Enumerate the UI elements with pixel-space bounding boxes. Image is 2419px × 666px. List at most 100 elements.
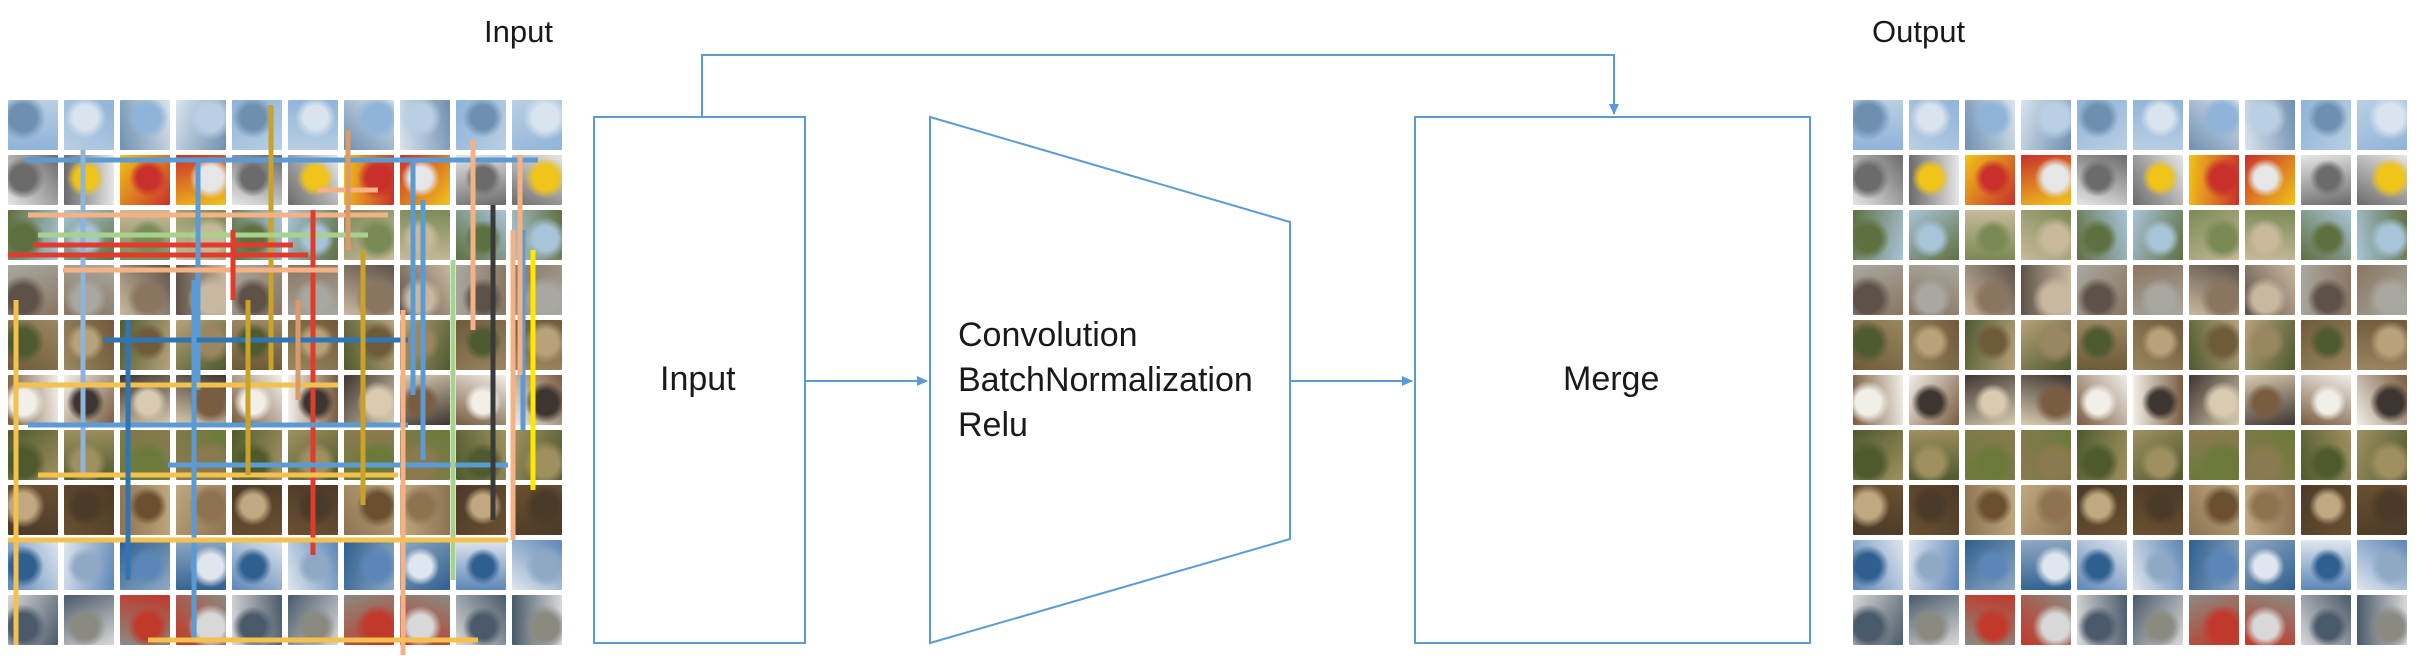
image-tile-airplane <box>2077 100 2127 150</box>
image-tile-airplane <box>2189 100 2239 150</box>
image-tile-ship <box>2301 540 2351 590</box>
image-tile-cat <box>2133 265 2183 315</box>
image-tile-bird <box>2021 210 2071 260</box>
image-tile-horse <box>512 485 562 535</box>
image-tile-horse <box>1909 485 1959 535</box>
output-caption: Output <box>1872 14 1966 49</box>
image-tile-truck <box>176 595 226 645</box>
image-tile-frog <box>344 430 394 480</box>
image-tile-deer <box>1853 320 1903 370</box>
image-tile-airplane <box>512 100 562 150</box>
image-tile-deer <box>456 320 506 370</box>
image-tile-frog <box>2133 430 2183 480</box>
image-tile-horse <box>2077 485 2127 535</box>
image-tile-ship <box>232 540 282 590</box>
image-tile-cat <box>232 265 282 315</box>
image-tile-deer <box>2189 320 2239 370</box>
image-tile-cat <box>2245 265 2295 315</box>
image-tile-cat <box>344 265 394 315</box>
image-tile-dog <box>2245 375 2295 425</box>
input-block-label: Input <box>660 360 736 398</box>
image-tile-bird <box>1909 210 1959 260</box>
image-tile-truck <box>2189 595 2239 645</box>
image-tile-truck <box>2133 595 2183 645</box>
image-tile-frog <box>456 430 506 480</box>
image-tile-airplane <box>2133 100 2183 150</box>
image-tile-bird <box>456 210 506 260</box>
image-tile-horse <box>2357 485 2407 535</box>
image-tile-frog <box>2357 430 2407 480</box>
image-tile-truck <box>2357 595 2407 645</box>
image-tile-bird <box>1965 210 2015 260</box>
image-tile-cat <box>176 265 226 315</box>
image-tile-bird <box>2357 210 2407 260</box>
image-tile-cat <box>2357 265 2407 315</box>
image-tile-horse <box>344 485 394 535</box>
image-tile-truck <box>456 595 506 645</box>
image-tile-deer <box>2301 320 2351 370</box>
image-tile-deer <box>1909 320 1959 370</box>
image-tile-dog <box>344 375 394 425</box>
image-tile-automobile <box>1965 155 2015 205</box>
image-tile-horse <box>2021 485 2071 535</box>
image-tile-ship <box>2133 540 2183 590</box>
image-tile-automobile <box>344 155 394 205</box>
image-tile-dog <box>2357 375 2407 425</box>
image-tile-deer <box>232 320 282 370</box>
image-tile-automobile <box>2245 155 2295 205</box>
image-tile-frog <box>2077 430 2127 480</box>
image-tile-ship <box>2077 540 2127 590</box>
image-tile-frog <box>2021 430 2071 480</box>
image-tile-truck <box>232 595 282 645</box>
image-tile-deer <box>176 320 226 370</box>
image-tile-automobile <box>2021 155 2071 205</box>
image-tile-dog <box>2301 375 2351 425</box>
image-tile-frog <box>176 430 226 480</box>
skip-connection-arrow <box>701 54 1619 117</box>
image-tile-ship <box>344 540 394 590</box>
image-tile-horse <box>400 485 450 535</box>
image-tile-airplane <box>2245 100 2295 150</box>
image-tile-airplane <box>400 100 450 150</box>
image-tile-automobile <box>2301 155 2351 205</box>
image-tile-truck <box>1909 595 1959 645</box>
image-tile-automobile <box>400 155 450 205</box>
image-tile-bird <box>2133 210 2183 260</box>
image-tile-airplane <box>1909 100 1959 150</box>
image-tile-airplane <box>8 100 58 150</box>
image-tile-deer <box>2077 320 2127 370</box>
image-tile-horse <box>2301 485 2351 535</box>
image-tile-deer <box>2133 320 2183 370</box>
operation-label-convolution: Convolution <box>958 316 1138 354</box>
image-tile-frog <box>64 430 114 480</box>
image-tile-cat <box>2301 265 2351 315</box>
image-tile-ship <box>2245 540 2295 590</box>
image-tile-dog <box>512 375 562 425</box>
image-tile-airplane <box>1965 100 2015 150</box>
image-tile-automobile <box>456 155 506 205</box>
image-tile-truck <box>344 595 394 645</box>
image-tile-dog <box>1853 375 1903 425</box>
image-tile-truck <box>288 595 338 645</box>
image-tile-ship <box>1853 540 1903 590</box>
merge-block-label: Merge <box>1563 360 1660 398</box>
image-tile-automobile <box>176 155 226 205</box>
image-tile-horse <box>176 485 226 535</box>
image-tile-automobile <box>232 155 282 205</box>
image-tile-automobile <box>64 155 114 205</box>
image-tile-bird <box>2189 210 2239 260</box>
image-tile-ship <box>2021 540 2071 590</box>
operation-label-batchnorm: BatchNormalization <box>958 361 1253 399</box>
merge-block <box>1414 116 1811 644</box>
image-tile-automobile <box>1909 155 1959 205</box>
output-image-grid <box>1853 100 2415 658</box>
image-tile-dog <box>2189 375 2239 425</box>
image-tile-deer <box>64 320 114 370</box>
image-tile-bird <box>1853 210 1903 260</box>
image-tile-airplane <box>288 100 338 150</box>
image-tile-horse <box>2133 485 2183 535</box>
image-tile-ship <box>456 540 506 590</box>
input-noise-lines <box>8 105 538 655</box>
image-tile-deer <box>2245 320 2295 370</box>
image-tile-bird <box>2077 210 2127 260</box>
